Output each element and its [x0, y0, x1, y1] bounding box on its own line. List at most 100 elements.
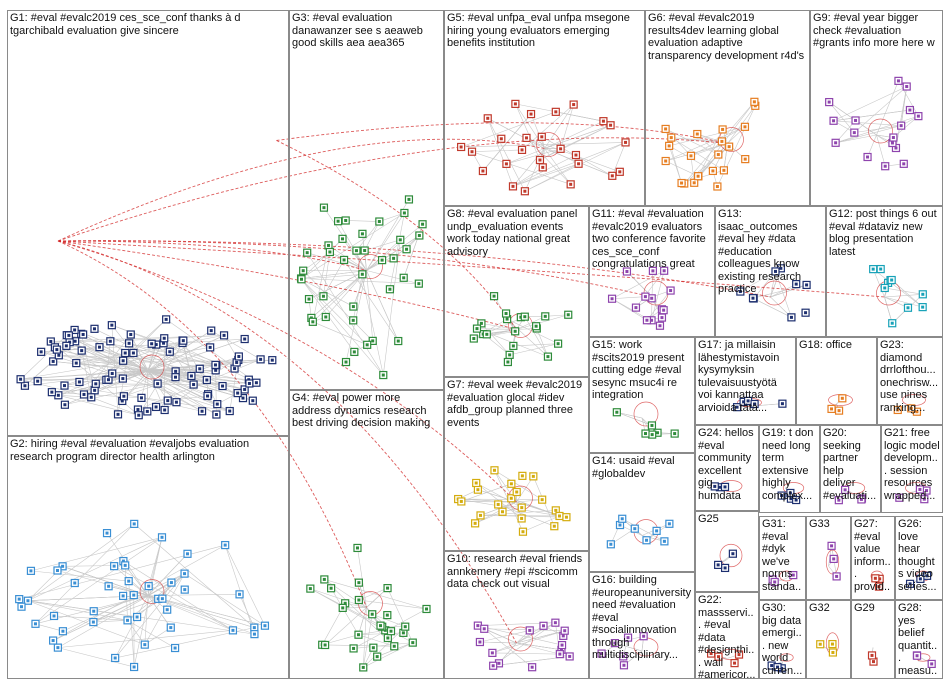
node-icon [905, 105, 915, 115]
edge [358, 634, 395, 647]
node-icon [555, 650, 564, 659]
node-icon [180, 585, 189, 594]
edge [512, 148, 545, 187]
node-icon [488, 648, 497, 657]
edge [147, 370, 149, 412]
node-icon [354, 630, 363, 639]
node-icon [827, 541, 836, 550]
node-icon [477, 319, 486, 328]
edge [325, 644, 395, 647]
edge [35, 537, 163, 625]
edge [137, 359, 261, 410]
edge [854, 86, 907, 133]
node-icon [111, 653, 120, 663]
edge [324, 579, 395, 647]
group-box-g25: G25 [695, 511, 759, 592]
edge [479, 630, 530, 643]
node-icon [717, 137, 727, 146]
node-icon [912, 651, 922, 660]
node-icon [829, 554, 838, 564]
edge [366, 270, 399, 342]
node-icon [60, 400, 69, 409]
edge [753, 298, 792, 318]
node-icon [171, 373, 180, 382]
edge [147, 335, 225, 372]
node-icon [522, 133, 531, 142]
edge [301, 273, 363, 280]
node-icon [469, 334, 478, 343]
node-icon [706, 649, 716, 658]
node-icon [119, 392, 128, 401]
edge [51, 379, 207, 393]
node-icon [574, 159, 583, 168]
nodes-layer [15, 76, 936, 673]
node-icon [385, 285, 395, 294]
edge [835, 125, 902, 144]
group-box-g10: G10: research #eval friends annkemery #e… [444, 551, 589, 679]
node-icon [338, 603, 347, 612]
node-icon [599, 117, 608, 126]
group-label-g15: G15: work #scits2019 present cutting edg… [592, 339, 688, 401]
edge [697, 101, 755, 177]
node-icon [303, 248, 312, 257]
node-icon [916, 574, 925, 583]
node-icon [927, 659, 936, 669]
edge [690, 155, 695, 183]
edge [512, 163, 579, 187]
node-icon [850, 128, 859, 137]
edge [524, 316, 549, 357]
node-icon [402, 245, 411, 254]
node-icon [158, 594, 167, 603]
edge [895, 86, 908, 149]
group-box-g8: G8: #eval evaluation panel undp_evaluati… [444, 206, 589, 377]
group-label-g14: G14: usaid #eval #globaldev [592, 455, 678, 480]
node-icon [902, 82, 911, 91]
node-icon [478, 166, 488, 176]
node-icon [834, 406, 844, 415]
node-icon [615, 167, 624, 176]
node-icon [358, 229, 367, 238]
node-icon [207, 326, 216, 335]
node-icon [179, 336, 188, 345]
node-icon [828, 648, 838, 657]
node-icon [79, 330, 88, 339]
node-icon [457, 497, 466, 506]
node-icon [505, 350, 514, 359]
node-icon [647, 421, 657, 430]
edge [472, 149, 523, 153]
node-icon [792, 280, 801, 289]
node-icon [529, 472, 538, 481]
node-icon [562, 513, 571, 522]
node-icon [888, 319, 897, 328]
node-icon [121, 561, 130, 570]
edge [76, 362, 149, 372]
node-icon [129, 348, 138, 358]
edge [898, 80, 919, 117]
edge [560, 124, 611, 150]
node-icon [180, 569, 189, 578]
edge [30, 537, 163, 572]
node-icon [376, 621, 385, 630]
edge [308, 270, 367, 300]
node-icon [119, 591, 128, 601]
group-box-g32: G32 [806, 600, 851, 679]
node-icon [905, 579, 915, 588]
node-icon [517, 145, 527, 154]
edge [364, 221, 380, 251]
edge [876, 134, 886, 167]
edge [147, 553, 188, 596]
node-icon [338, 234, 347, 243]
node-icon [659, 306, 668, 315]
group-box-g3: G3: #eval evaluation danawanzer see s ae… [289, 10, 444, 390]
edge [512, 167, 543, 187]
node-icon [838, 394, 847, 403]
edge [93, 620, 128, 623]
node-icon [144, 582, 153, 591]
edge [651, 270, 654, 298]
edge [474, 501, 517, 524]
edge [130, 334, 149, 372]
node-icon [132, 612, 142, 622]
node-icon [89, 607, 98, 616]
edge [363, 642, 413, 668]
node-icon [770, 577, 779, 587]
